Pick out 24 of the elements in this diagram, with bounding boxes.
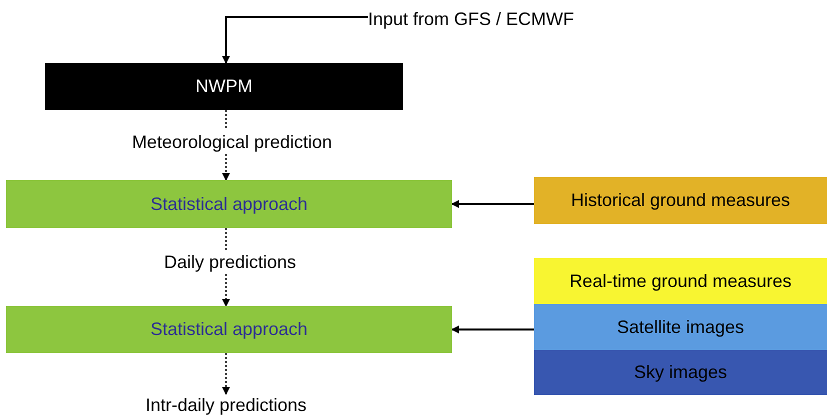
node-text: Daily predictions [164,250,296,274]
process-box [6,306,452,353]
input-box [534,177,827,224]
arrow [222,16,368,64]
arrow [222,154,230,181]
node-text: Input from GFS / ECMWF [368,8,574,30]
input-box [534,258,827,304]
arrow [222,274,230,307]
arrow [222,353,230,395]
node-text: Intr-daily predictions [145,394,307,417]
node-text: Statistical approach [150,318,308,341]
node-text: Real-time ground measures [569,270,792,292]
arrow [451,326,534,334]
node-text: Meteorological prediction [132,130,332,154]
node-text: Sky images [634,361,728,384]
input-box [534,350,827,395]
node-text: Satellite images [616,316,744,338]
node-text: Statistical approach [150,192,308,216]
input-box [534,304,827,350]
node-text: Historical ground measures [570,189,790,212]
process-box [6,180,452,228]
node-text: NWPM [196,75,252,98]
process-box [45,63,403,110]
arrow [451,200,534,208]
